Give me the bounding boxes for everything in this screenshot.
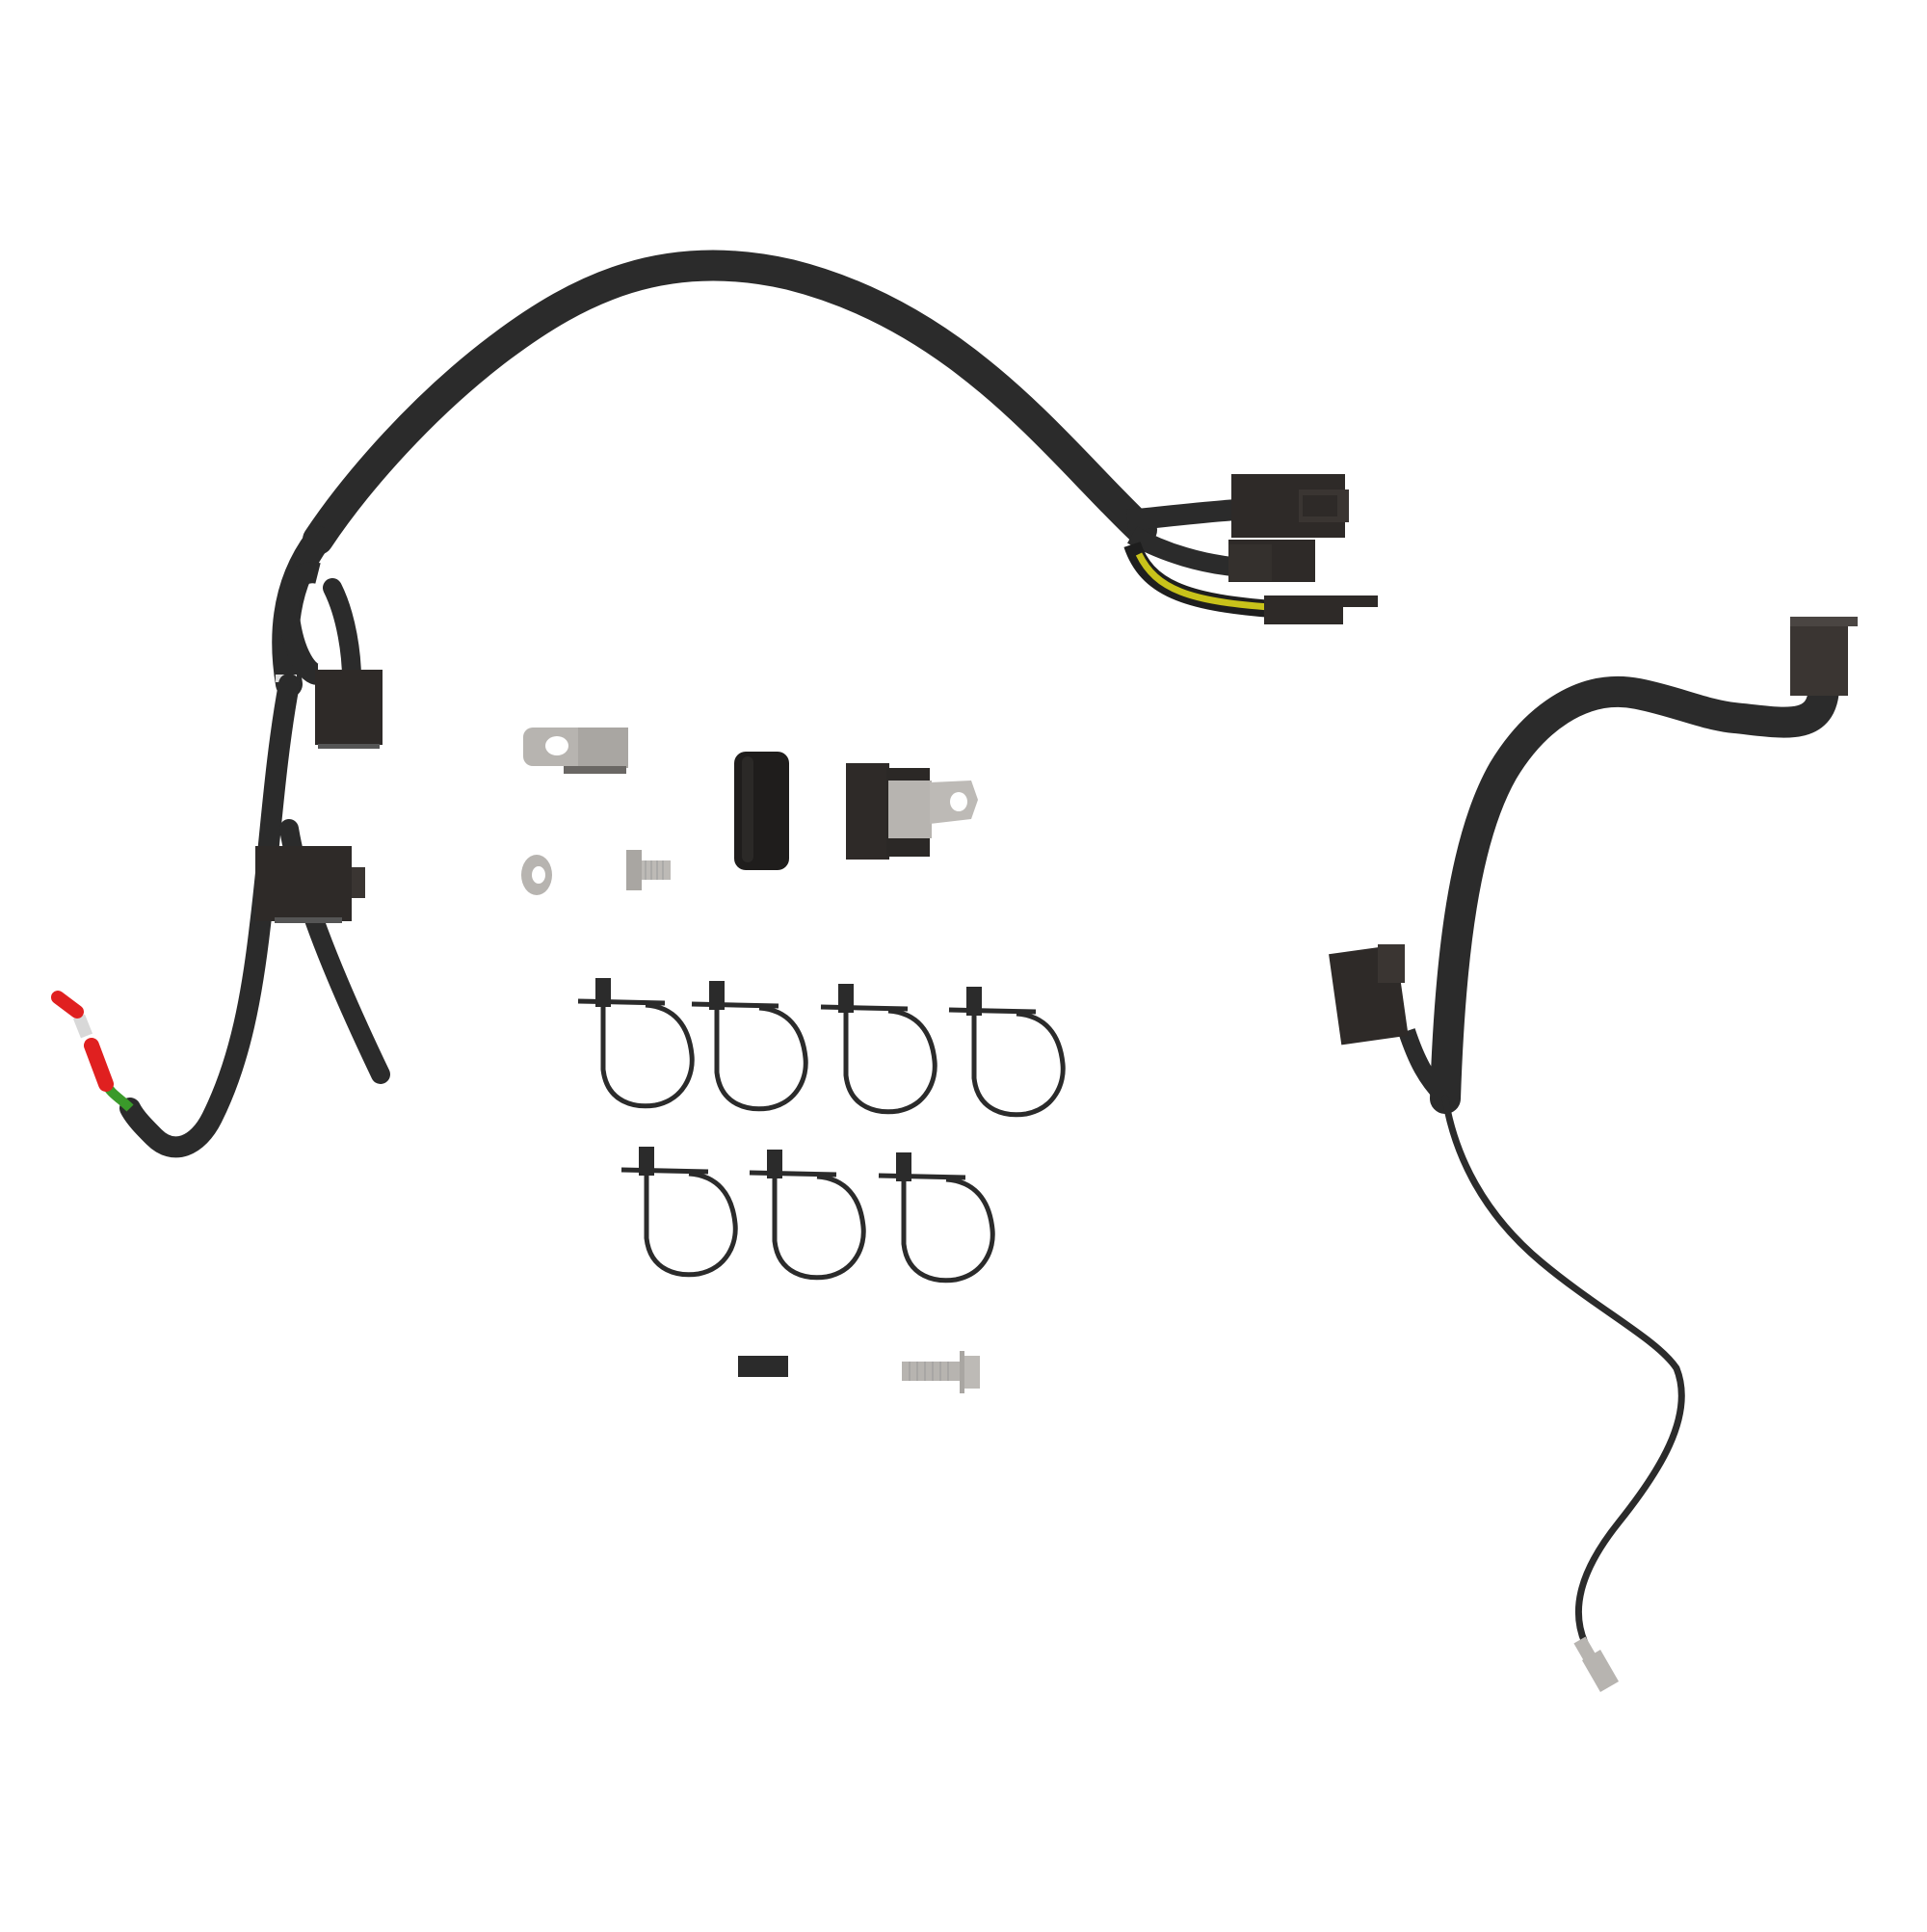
yellow-wire <box>1135 552 1271 611</box>
bracket-connector <box>846 763 978 860</box>
cable-tie-2 <box>691 981 808 1112</box>
secondary-harness-thin-wire <box>1441 1095 1685 1647</box>
secondary-harness-trunk <box>1430 674 1839 1114</box>
connector-lower-left <box>255 846 365 923</box>
ring-terminal <box>1573 1636 1620 1692</box>
cable-tie-3 <box>820 984 937 1115</box>
cable-tie-7 <box>878 1152 995 1284</box>
metal-bracket <box>523 728 628 774</box>
main-harness-trunk <box>303 250 1157 555</box>
cable-tie-5 <box>620 1147 738 1278</box>
washer <box>521 855 552 895</box>
short-bolt <box>626 850 671 890</box>
cable-tie-1 <box>577 978 695 1109</box>
connector-upper-left <box>315 670 383 749</box>
red-terminal <box>51 991 134 1112</box>
rubber-spacer <box>738 1356 788 1377</box>
connector-secondary-top <box>1790 617 1858 696</box>
connector-middle-right <box>1228 540 1315 582</box>
rubber-sleeve <box>734 752 789 870</box>
long-bolt <box>902 1351 980 1393</box>
cable-tie-6 <box>749 1150 866 1281</box>
secondary-harness <box>1329 617 1858 1692</box>
connector-flat-right <box>1264 595 1378 624</box>
main-harness-lower-leg <box>119 674 300 1158</box>
main-harness <box>51 250 1378 1158</box>
connector-secondary-side <box>1329 944 1409 1045</box>
connector-top-right <box>1231 474 1349 538</box>
cable-ties <box>577 978 1066 1284</box>
cable-tie-4 <box>948 987 1066 1118</box>
